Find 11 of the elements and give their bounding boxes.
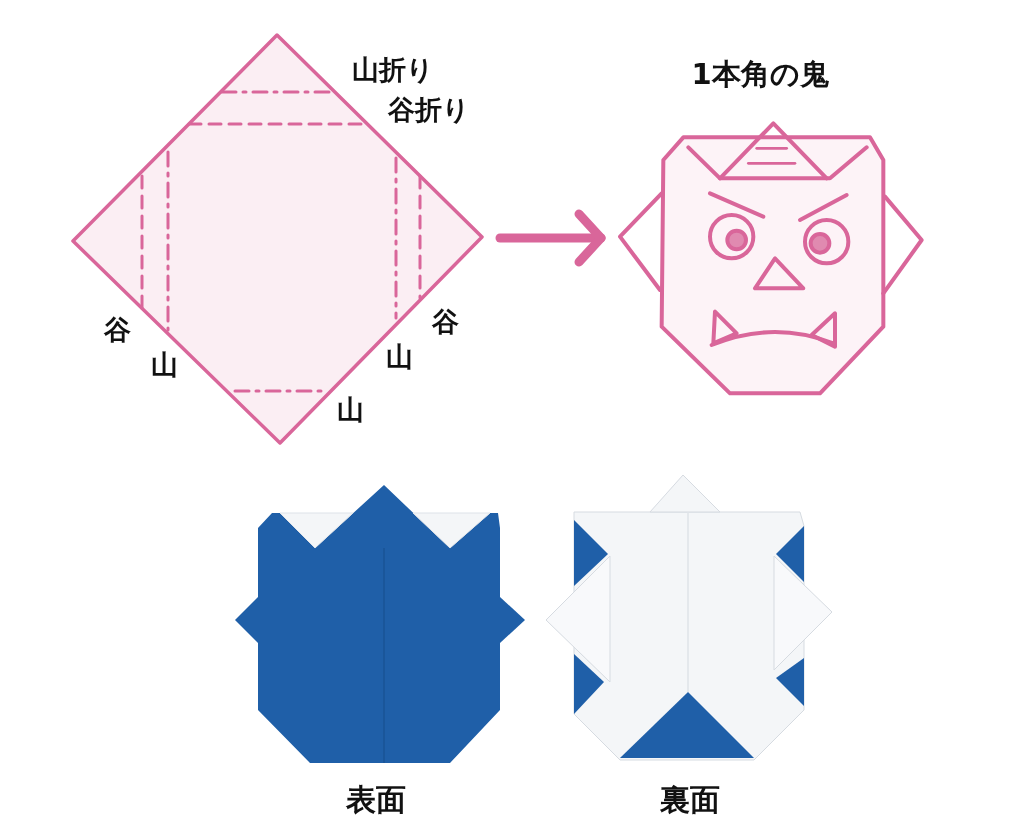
photo-label: 表面 (346, 781, 406, 819)
fold-label: 谷 (432, 306, 459, 338)
fold-label: 山 (386, 341, 413, 373)
fold-label: 山折り (352, 54, 434, 86)
photo-label: 裏面 (660, 781, 720, 819)
heading: 1本角の鬼 (691, 56, 829, 93)
fold-label: 谷折り (388, 94, 470, 126)
arrow (495, 209, 606, 267)
fold-label: 山 (337, 394, 364, 426)
fold-label: 谷 (104, 314, 131, 346)
fold-label: 山 (151, 349, 178, 381)
